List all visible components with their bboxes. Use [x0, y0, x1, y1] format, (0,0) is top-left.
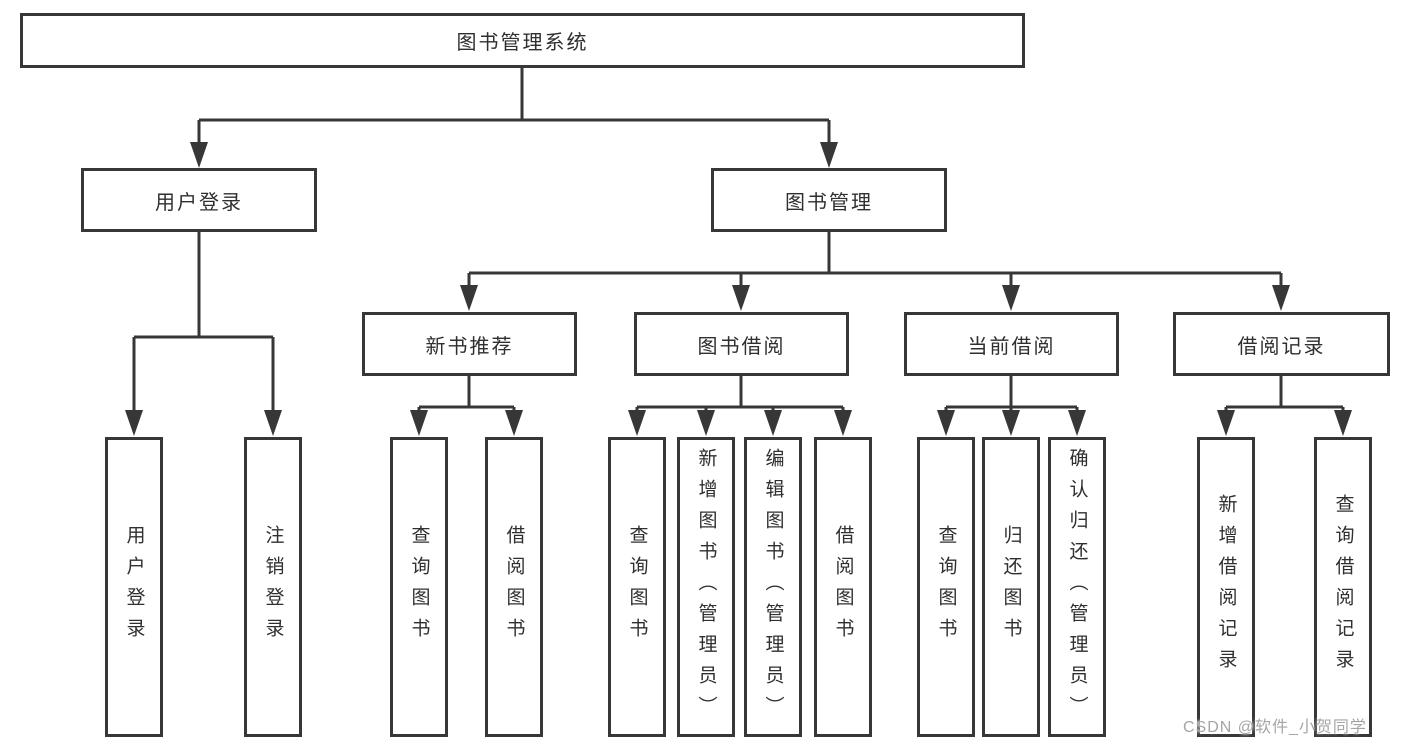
leaf-label: 确认归还（管理员） [1066, 447, 1088, 727]
leaf-label: 编辑图书（管理员） [762, 447, 784, 727]
leaf-edit-book-admin: 编辑图书（管理员） [744, 437, 802, 737]
leaf-label: 用户登录 [123, 525, 145, 649]
node-new-book-recommendation: 新书推荐 [362, 312, 577, 376]
leaf-confirm-return-admin: 确认归还（管理员） [1048, 437, 1106, 737]
node-label: 图书管理 [785, 191, 873, 214]
node-book-borrowing: 图书借阅 [634, 312, 849, 376]
leaf-label: 归还图书 [1000, 525, 1022, 649]
leaf-add-borrow-record: 新增借阅记录 [1197, 437, 1255, 737]
leaf-label: 查询图书 [626, 525, 648, 649]
leaf-label: 借阅图书 [503, 525, 525, 649]
node-user-login: 用户登录 [81, 168, 317, 232]
node-book-management: 图书管理 [711, 168, 947, 232]
leaf-return-book: 归还图书 [982, 437, 1040, 737]
leaf-query-books-recommend: 查询图书 [390, 437, 448, 737]
leaf-label: 新增图书（管理员） [695, 447, 717, 727]
leaf-query-books-borrowing: 查询图书 [608, 437, 666, 737]
leaf-label: 借阅图书 [832, 525, 854, 649]
node-label: 新书推荐 [425, 335, 514, 358]
leaf-borrow-books-recommend: 借阅图书 [485, 437, 543, 737]
node-borrowing-records: 借阅记录 [1173, 312, 1390, 376]
node-label: 图书管理系统 [456, 32, 589, 54]
leaf-logout: 注销登录 [244, 437, 302, 737]
node-label: 用户登录 [155, 191, 243, 214]
leaf-label: 新增借阅记录 [1215, 494, 1237, 680]
leaf-query-books-current: 查询图书 [917, 437, 975, 737]
csdn-watermark: CSDN @软件_小贺同学 [1183, 719, 1367, 736]
node-current-borrowing: 当前借阅 [904, 312, 1119, 376]
node-label: 图书借阅 [697, 335, 786, 358]
node-library-management-system: 图书管理系统 [20, 13, 1025, 68]
leaf-label: 查询图书 [408, 525, 430, 649]
leaf-user-login: 用户登录 [105, 437, 163, 737]
leaf-label: 注销登录 [262, 525, 284, 649]
leaf-query-borrow-record: 查询借阅记录 [1314, 437, 1372, 737]
leaf-borrow-books: 借阅图书 [814, 437, 872, 737]
leaf-label: 查询借阅记录 [1332, 494, 1354, 680]
node-label: 借阅记录 [1237, 335, 1326, 358]
arrowheads [125, 142, 1352, 436]
leaf-label: 查询图书 [935, 525, 957, 649]
leaf-add-book-admin: 新增图书（管理员） [677, 437, 735, 737]
node-label: 当前借阅 [967, 335, 1056, 358]
